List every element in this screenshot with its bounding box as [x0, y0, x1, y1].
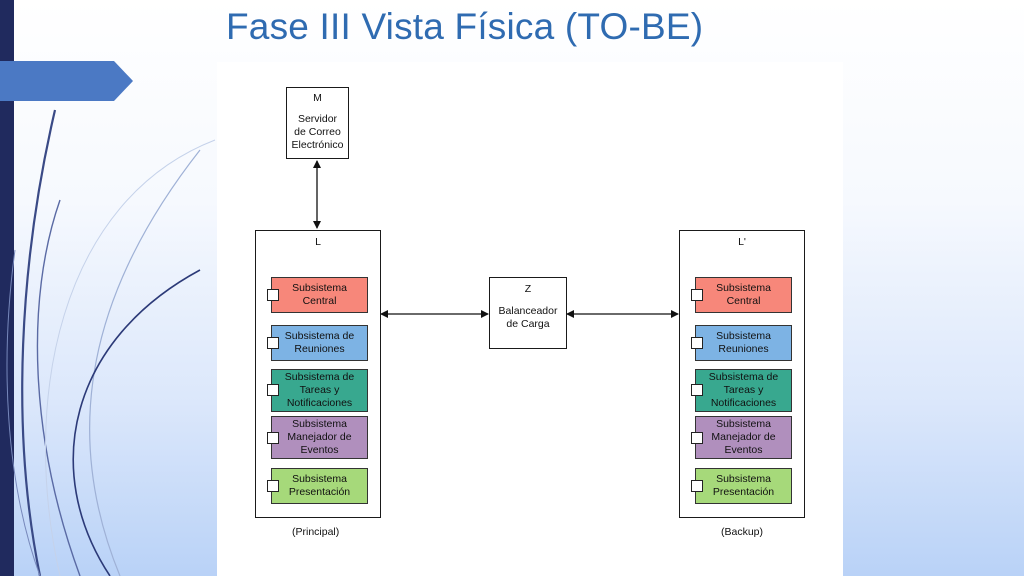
principal-subsystem-tareas: Subsistema de Tareas y Notificaciones: [271, 369, 368, 412]
principal-subsystem-eventos: Subsistema Manejador de Eventos: [271, 416, 368, 459]
backup-subsystem-central-label: Subsistema Central: [716, 282, 771, 307]
backup-tareas-port-icon: [691, 384, 703, 396]
backup-subsystem-eventos: Subsistema Manejador de Eventos: [695, 416, 792, 459]
backup-subsystem-central: Subsistema Central: [695, 277, 792, 313]
backup-subsystem-tareas-label: Subsistema de Tareas y Notificaciones: [708, 371, 779, 409]
principal-subsystem-presentacion-label: Subsistema Presentación: [288, 473, 351, 498]
principal-reuniones-port-icon: [267, 337, 279, 349]
backup-central-port-icon: [691, 289, 703, 301]
architecture-diagram: M Servidor de Correo Electrónico Z Balan…: [217, 62, 843, 576]
backup-subsystem-presentacion-label: Subsistema Presentación: [712, 473, 775, 498]
principal-eventos-port-icon: [267, 432, 279, 444]
load-balancer-label: Balanceador de Carga: [498, 305, 558, 330]
server-principal-id: L: [315, 236, 321, 248]
load-balancer-node: Z Balanceador de Carga: [489, 277, 567, 349]
server-backup-id: L': [738, 236, 746, 248]
load-balancer-id: Z: [524, 283, 532, 295]
mail-server-id: M: [313, 92, 322, 104]
principal-subsystem-presentacion: Subsistema Presentación: [271, 468, 368, 504]
accent-tab: [0, 61, 133, 101]
backup-presentacion-port-icon: [691, 480, 703, 492]
page-title: Fase III Vista Física (TO-BE): [226, 6, 704, 47]
principal-tareas-port-icon: [267, 384, 279, 396]
backup-subsystem-presentacion: Subsistema Presentación: [695, 468, 792, 504]
principal-presentacion-port-icon: [267, 480, 279, 492]
backup-subsystem-reuniones: Subsistema Reuniones: [695, 325, 792, 361]
server-backup-caption: (Backup): [721, 526, 764, 538]
principal-subsystem-tareas-label: Subsistema de Tareas y Notificaciones: [284, 371, 355, 409]
backup-subsystem-reuniones-label: Subsistema Reuniones: [716, 330, 771, 355]
mail-server-node: M Servidor de Correo Electrónico: [286, 87, 349, 159]
principal-subsystem-central: Subsistema Central: [271, 277, 368, 313]
mail-server-label: Servidor de Correo Electrónico: [291, 113, 344, 151]
backup-subsystem-eventos-label: Subsistema Manejador de Eventos: [711, 418, 776, 456]
decorative-curves: [6, 109, 216, 576]
principal-subsystem-eventos-label: Subsistema Manejador de Eventos: [287, 418, 352, 456]
backup-eventos-port-icon: [691, 432, 703, 444]
principal-central-port-icon: [267, 289, 279, 301]
principal-subsystem-reuniones-label: Subsistema de Reuniones: [284, 330, 355, 355]
principal-subsystem-reuniones: Subsistema de Reuniones: [271, 325, 368, 361]
sidebar-strip: [0, 0, 14, 576]
backup-reuniones-port-icon: [691, 337, 703, 349]
backup-subsystem-tareas: Subsistema de Tareas y Notificaciones: [695, 369, 792, 412]
server-principal-caption: (Principal): [292, 526, 340, 538]
connectors: [313, 160, 679, 318]
principal-subsystem-central-label: Subsistema Central: [292, 282, 347, 307]
